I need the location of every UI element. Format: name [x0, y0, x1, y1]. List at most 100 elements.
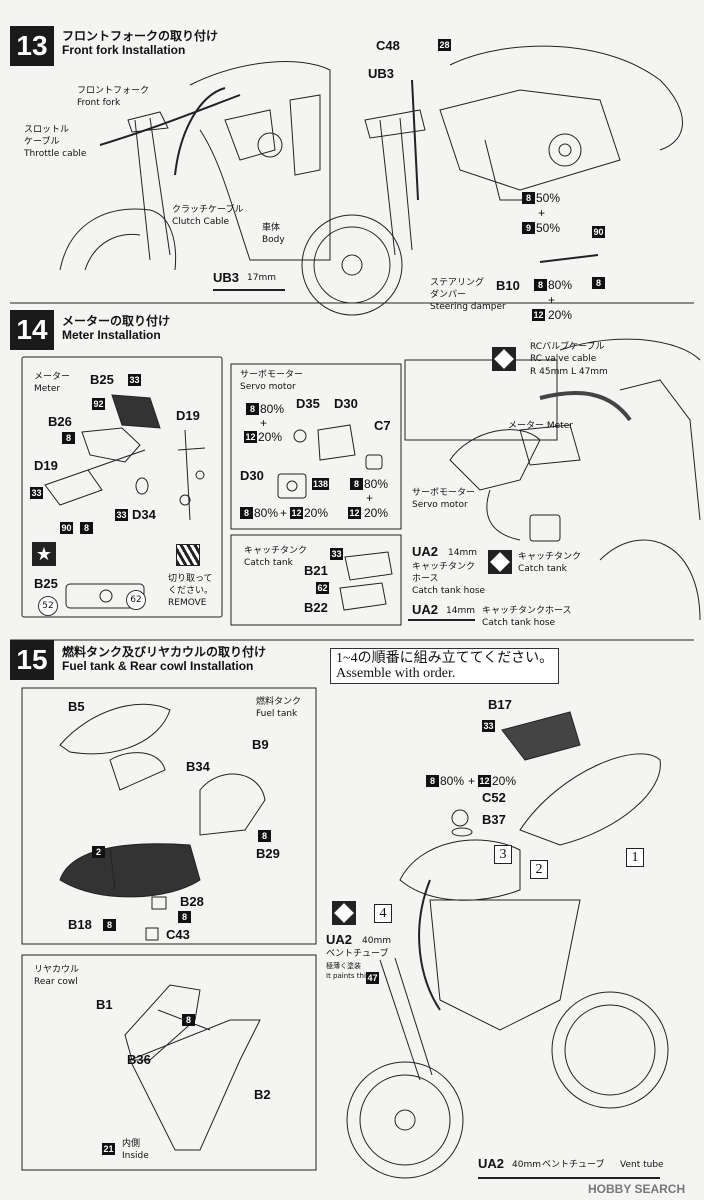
step-15-number: 15 [10, 640, 54, 680]
rear-cowl-label-jp: リヤカウル [34, 965, 80, 975]
ua2-label-jp2: ホース [412, 574, 439, 584]
m2-plus: + [366, 491, 374, 505]
step-14-number: 14 [10, 310, 54, 350]
rc-diamond-icon [492, 347, 516, 371]
c48-part: C48 [376, 38, 400, 53]
servo2-label-jp: サーボモーター [412, 488, 476, 498]
d34-part: D34 [132, 507, 156, 522]
b25-color-33: 33 [128, 374, 141, 386]
b9-part: B9 [252, 737, 269, 752]
m3-color-a: 8 [240, 507, 253, 519]
clutch-label-jp: クラッチケーブル [172, 205, 244, 215]
mix2-color-a: 8 [534, 279, 547, 291]
mix1-color-a: 8 [522, 192, 535, 204]
mix1-pct-a: 50% [536, 191, 561, 205]
inside-color: 21 [102, 1143, 115, 1155]
ua2-line-label-jp: キャッチタンクホース [482, 606, 572, 616]
mix-pct-b: 20% [492, 774, 517, 788]
ua2-line-mm: 14mm [446, 606, 475, 616]
throttle-label-jp1: スロットル [24, 125, 70, 135]
inside-label-en: Inside [122, 1151, 149, 1161]
catch2-diamond-icon [488, 550, 512, 574]
step-14-title-en: Meter Installation [62, 328, 161, 342]
damper-label-jp2: ダンパー [430, 290, 467, 300]
mix1-color-b: 9 [522, 222, 535, 234]
remove-label-en: REMOVE [168, 598, 207, 608]
m3-pct-a: 80% [254, 506, 279, 520]
paint-label-en: It paints thinly [326, 972, 377, 980]
catch2-label-en: Catch tank [518, 564, 567, 574]
damper-color-8: 8 [592, 277, 605, 289]
clutch-label-en: Clutch Cable [172, 217, 230, 227]
front-fork-label-jp: フロントフォーク [77, 86, 150, 96]
decal-b25-part: B25 [34, 576, 58, 591]
m1-color-b: 12 [244, 431, 257, 443]
b25-part: B25 [90, 372, 114, 387]
fuel-label-jp: 燃料タンク [256, 697, 302, 707]
mix2-color-b: 12 [532, 309, 545, 321]
bottom-ua2-part: UA2 [478, 1156, 505, 1171]
order-note: 1~4の順番に組み立ててください。 Assemble with order. [330, 648, 560, 684]
mix-color-b: 12 [478, 775, 491, 787]
rc-label-jp: RCバルブケーブル [530, 342, 605, 352]
meter-label-en: Meter [34, 384, 61, 394]
m2-pct-a: 80% [364, 477, 389, 491]
d30b-part: D30 [240, 468, 264, 483]
seat-color-2: 2 [92, 846, 105, 858]
b2-part: B2 [254, 1087, 271, 1102]
ua2-line-part: UA2 [412, 602, 439, 617]
order-4: 4 [374, 904, 392, 923]
b18-color: 8 [103, 919, 116, 931]
paint-color: 47 [366, 972, 379, 984]
bottom-ua2-mm: 40mm [512, 1160, 541, 1170]
step-13-title-en: Front fork Installation [62, 43, 186, 57]
m1-color-a: 8 [246, 403, 259, 415]
throttle-label-en: Throttle cable [24, 149, 87, 159]
m1-pct-b: 20% [258, 430, 283, 444]
fuel-label-en: Fuel tank [256, 709, 298, 719]
damper-label-jp1: ステアリング [430, 278, 485, 288]
step-13-number: 13 [10, 26, 54, 66]
body-label-en: Body [262, 235, 285, 245]
catch-label-jp: キャッチタンク [244, 546, 308, 556]
b5-part: B5 [68, 699, 85, 714]
vent-ua2-mm: 40mm [362, 936, 391, 946]
ua2-label-en: Catch tank hose [412, 586, 486, 596]
throttle-label-jp2: ケーブル [24, 137, 60, 147]
vent-label-jp: ベントチューブ [326, 949, 389, 959]
servo-label-jp: サーボモーター [240, 370, 304, 380]
step-13-title-jp: フロントフォークの取り付け [62, 29, 219, 43]
b1-part: B1 [96, 997, 113, 1012]
decal-62: 62 [126, 590, 146, 610]
color-90: 90 [60, 522, 73, 534]
d30-part: D30 [334, 396, 358, 411]
b21-part: B21 [304, 563, 328, 578]
m3-color-b: 12 [290, 507, 303, 519]
servo2-label-en: Servo motor [412, 500, 468, 510]
b18-part: B18 [68, 917, 92, 932]
decal-52: 52 [38, 596, 58, 616]
m1-plus: + [260, 416, 268, 430]
b25-color-92: 92 [92, 398, 105, 410]
b28-part: B28 [180, 894, 204, 909]
catch-label-en: Catch tank [244, 558, 293, 568]
rc-length: R 45mm L 47mm [530, 367, 608, 377]
step-15-title-jp: 燃料タンク及びリヤカウルの取り付け [62, 645, 267, 659]
m1-pct-a: 80% [260, 402, 285, 416]
d19b-part: D19 [34, 458, 58, 473]
b22-part: B22 [304, 600, 328, 615]
mix2-plus: + [548, 293, 556, 307]
vent-diamond-icon [332, 901, 356, 925]
order-2: 2 [530, 860, 548, 879]
d34-color: 33 [115, 509, 128, 521]
bottom-vent-en: Vent tube [620, 1160, 664, 1170]
servo-label-en: Servo motor [240, 382, 296, 392]
paint-label-jp: 極薄く塗装 [326, 962, 361, 970]
m3-plus: + [280, 506, 288, 520]
ub3-part: UB3 [368, 66, 395, 81]
mix-color-a: 8 [426, 775, 439, 787]
d35-part: D35 [296, 396, 320, 411]
rear-cowl-label-en: Rear cowl [34, 977, 78, 987]
d19b-color: 33 [30, 487, 43, 499]
c48-color: 28 [438, 39, 451, 51]
